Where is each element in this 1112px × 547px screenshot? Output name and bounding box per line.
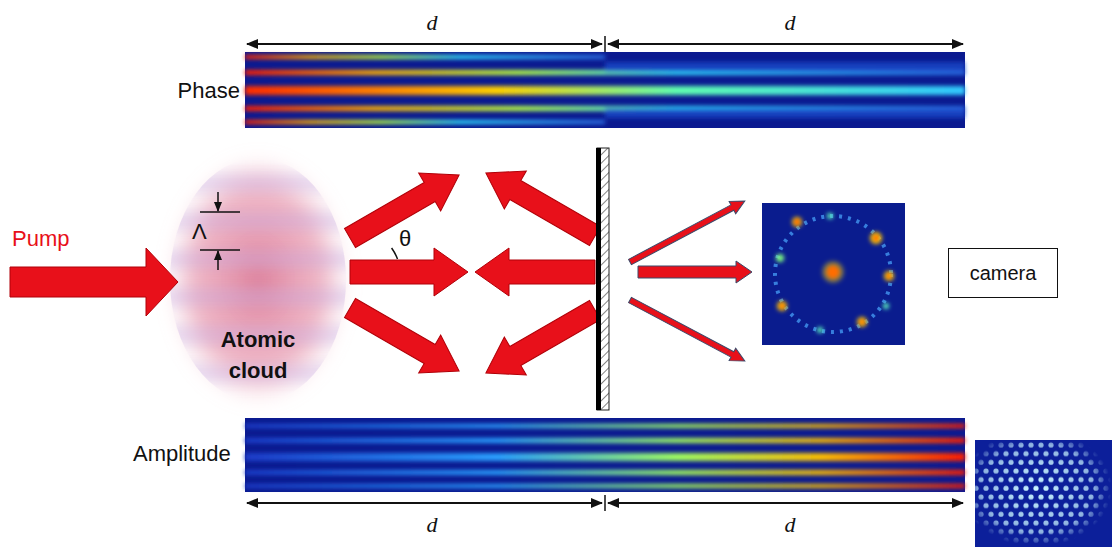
band-label: Amplitude: [133, 441, 231, 466]
period-label: Λ: [192, 219, 207, 244]
camera-box: camera: [948, 248, 1058, 298]
pump-label: Pump: [12, 226, 69, 251]
dimension-label: d: [427, 10, 438, 35]
band-label: Phase: [178, 78, 240, 103]
dimension-label: d: [785, 10, 796, 35]
cloud-label: Atomic cloud: [203, 325, 313, 387]
dimension-label: d: [785, 512, 796, 537]
atomic-cloud: Atomic cloud: [165, 150, 351, 410]
angle-label: θ: [399, 226, 411, 251]
camera-label: camera: [970, 262, 1037, 285]
dimension-label: d: [427, 512, 438, 537]
